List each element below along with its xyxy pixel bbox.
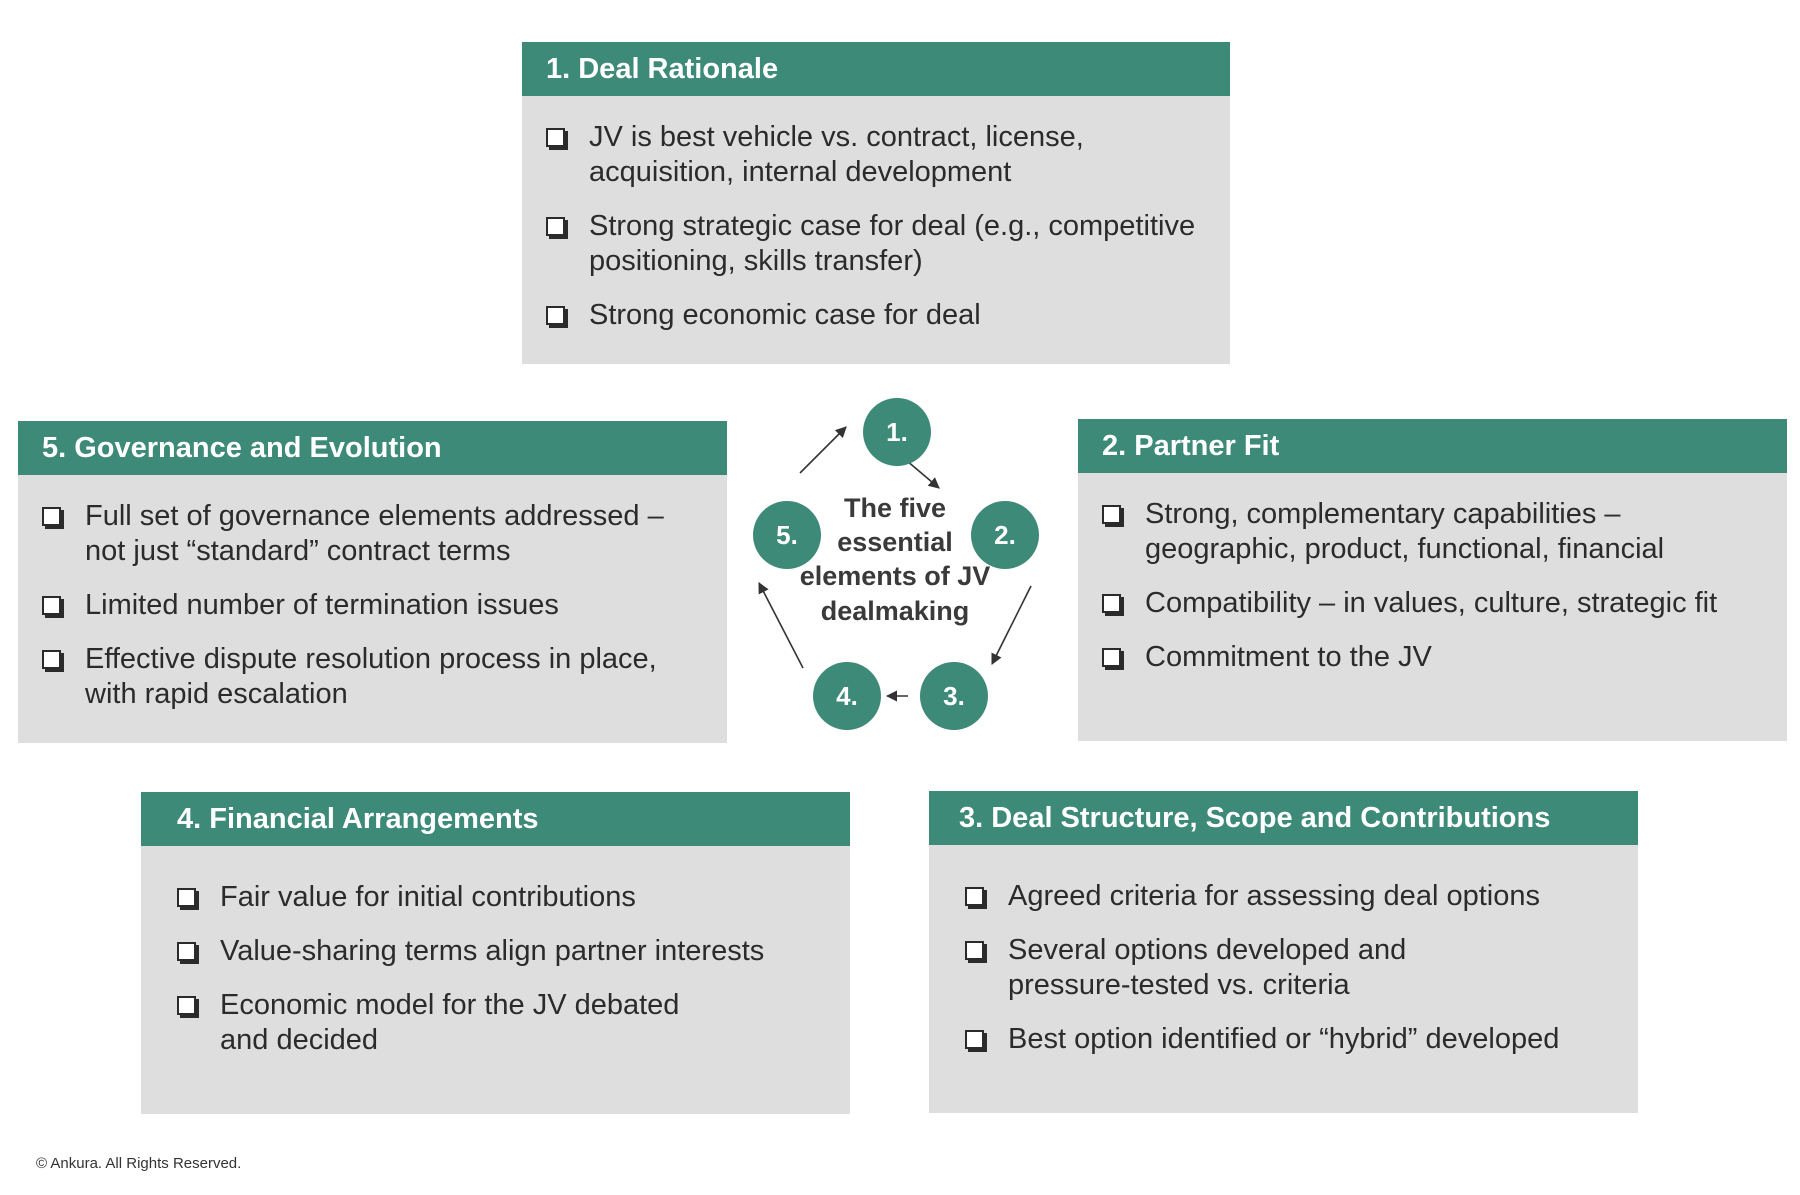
card-items: Fair value for initial contributions Val… xyxy=(141,846,850,1058)
item-text: Strong, complementary capabilities – geo… xyxy=(1145,498,1665,565)
item-text: Strong strategic case for deal (e.g., co… xyxy=(589,210,1196,277)
cycle-node-1: 1. xyxy=(863,398,931,466)
checkbox-icon xyxy=(965,1030,984,1049)
card-items: Strong, complementary capabilities – geo… xyxy=(1078,473,1787,675)
card-items: Full set of governance elements addresse… xyxy=(18,475,727,712)
center-line: dealmaking xyxy=(821,596,970,626)
arrow-icon xyxy=(758,582,804,669)
list-item: Strong economic case for deal xyxy=(546,298,1200,333)
checkbox-icon xyxy=(965,887,984,906)
list-item: Several options developed and pressure-t… xyxy=(965,933,1608,1003)
card-items: Agreed criteria for assessing deal optio… xyxy=(929,845,1638,1057)
item-text: Strong economic case for deal xyxy=(589,299,981,331)
list-item: Effective dispute resolution process in … xyxy=(42,642,697,712)
list-item: Full set of governance elements addresse… xyxy=(42,499,697,569)
list-item: Commitment to the JV xyxy=(1102,640,1757,675)
center-line: essential xyxy=(837,527,953,557)
item-text: Full set of governance elements addresse… xyxy=(85,500,664,567)
item-text: Fair value for initial contributions xyxy=(220,881,636,913)
card-partner-fit: 2. Partner Fit Strong, complementary cap… xyxy=(1078,419,1787,741)
center-line: elements of JV xyxy=(800,561,991,591)
item-text: Limited number of termination issues xyxy=(85,589,559,621)
cycle-node-3: 3. xyxy=(920,662,988,730)
list-item: Strong, complementary capabilities – geo… xyxy=(1102,497,1757,567)
checkbox-icon xyxy=(1102,594,1121,613)
card-governance-evolution: 5. Governance and Evolution Full set of … xyxy=(18,421,727,743)
list-item: Strong strategic case for deal (e.g., co… xyxy=(546,209,1200,279)
arrow-icon xyxy=(799,426,847,474)
card-deal-rationale: 1. Deal Rationale JV is best vehicle vs.… xyxy=(522,42,1230,364)
checkbox-icon xyxy=(177,996,196,1015)
list-item: Economic model for the JV debated and de… xyxy=(177,988,820,1058)
node-label: 5. xyxy=(776,520,798,550)
card-title: 3. Deal Structure, Scope and Contributio… xyxy=(929,791,1638,845)
checkbox-icon xyxy=(546,217,565,236)
list-item: JV is best vehicle vs. contract, license… xyxy=(546,120,1200,190)
item-text: Commitment to the JV xyxy=(1145,641,1432,673)
checkbox-icon xyxy=(42,507,61,526)
arrow-icon xyxy=(991,585,1032,666)
node-label: 2. xyxy=(994,520,1016,550)
cycle-node-2: 2. xyxy=(971,501,1039,569)
list-item: Fair value for initial contributions xyxy=(177,880,820,915)
cycle-center-text: The five essential elements of JV dealma… xyxy=(800,493,991,626)
checkbox-icon xyxy=(177,888,196,907)
checkbox-icon xyxy=(965,941,984,960)
card-deal-structure: 3. Deal Structure, Scope and Contributio… xyxy=(929,791,1638,1113)
item-text: Agreed criteria for assessing deal optio… xyxy=(1008,880,1540,912)
node-label: 1. xyxy=(886,417,908,447)
checkbox-icon xyxy=(1102,505,1121,524)
card-title: 1. Deal Rationale xyxy=(522,42,1230,96)
cycle-node-5: 5. xyxy=(753,501,821,569)
node-label: 3. xyxy=(943,681,965,711)
list-item: Compatibility – in values, culture, stra… xyxy=(1102,586,1757,621)
item-text: Effective dispute resolution process in … xyxy=(85,643,657,710)
cycle-node-4: 4. xyxy=(813,662,881,730)
checkbox-icon xyxy=(42,650,61,669)
list-item: Best option identified or “hybrid” devel… xyxy=(965,1022,1608,1057)
card-title: 4. Financial Arrangements xyxy=(141,792,850,846)
checkbox-icon xyxy=(546,128,565,147)
card-financial-arrangements: 4. Financial Arrangements Fair value for… xyxy=(141,792,850,1114)
item-text: Value-sharing terms align partner intere… xyxy=(220,935,765,967)
list-item: Agreed criteria for assessing deal optio… xyxy=(965,879,1608,914)
item-text: Best option identified or “hybrid” devel… xyxy=(1008,1023,1560,1055)
item-text: Several options developed and pressure-t… xyxy=(1008,934,1407,1001)
card-items: JV is best vehicle vs. contract, license… xyxy=(522,96,1230,333)
list-item: Value-sharing terms align partner intere… xyxy=(177,934,820,969)
list-item: Limited number of termination issues xyxy=(42,588,697,623)
checkbox-icon xyxy=(1102,648,1121,667)
node-label: 4. xyxy=(836,681,858,711)
card-title: 2. Partner Fit xyxy=(1078,419,1787,473)
checkbox-icon xyxy=(42,596,61,615)
copyright-footer: © Ankura. All Rights Reserved. xyxy=(36,1155,242,1172)
card-title: 5. Governance and Evolution xyxy=(18,421,727,475)
item-text: Compatibility – in values, culture, stra… xyxy=(1145,587,1718,619)
checkbox-icon xyxy=(546,306,565,325)
center-line: The five xyxy=(844,493,946,523)
item-text: Economic model for the JV debated and de… xyxy=(220,989,680,1056)
cycle-diagram: 1. 2. 3. 4. 5. The five essential elemen… xyxy=(753,398,1039,730)
item-text: JV is best vehicle vs. contract, license… xyxy=(589,121,1084,188)
checkbox-icon xyxy=(177,942,196,961)
